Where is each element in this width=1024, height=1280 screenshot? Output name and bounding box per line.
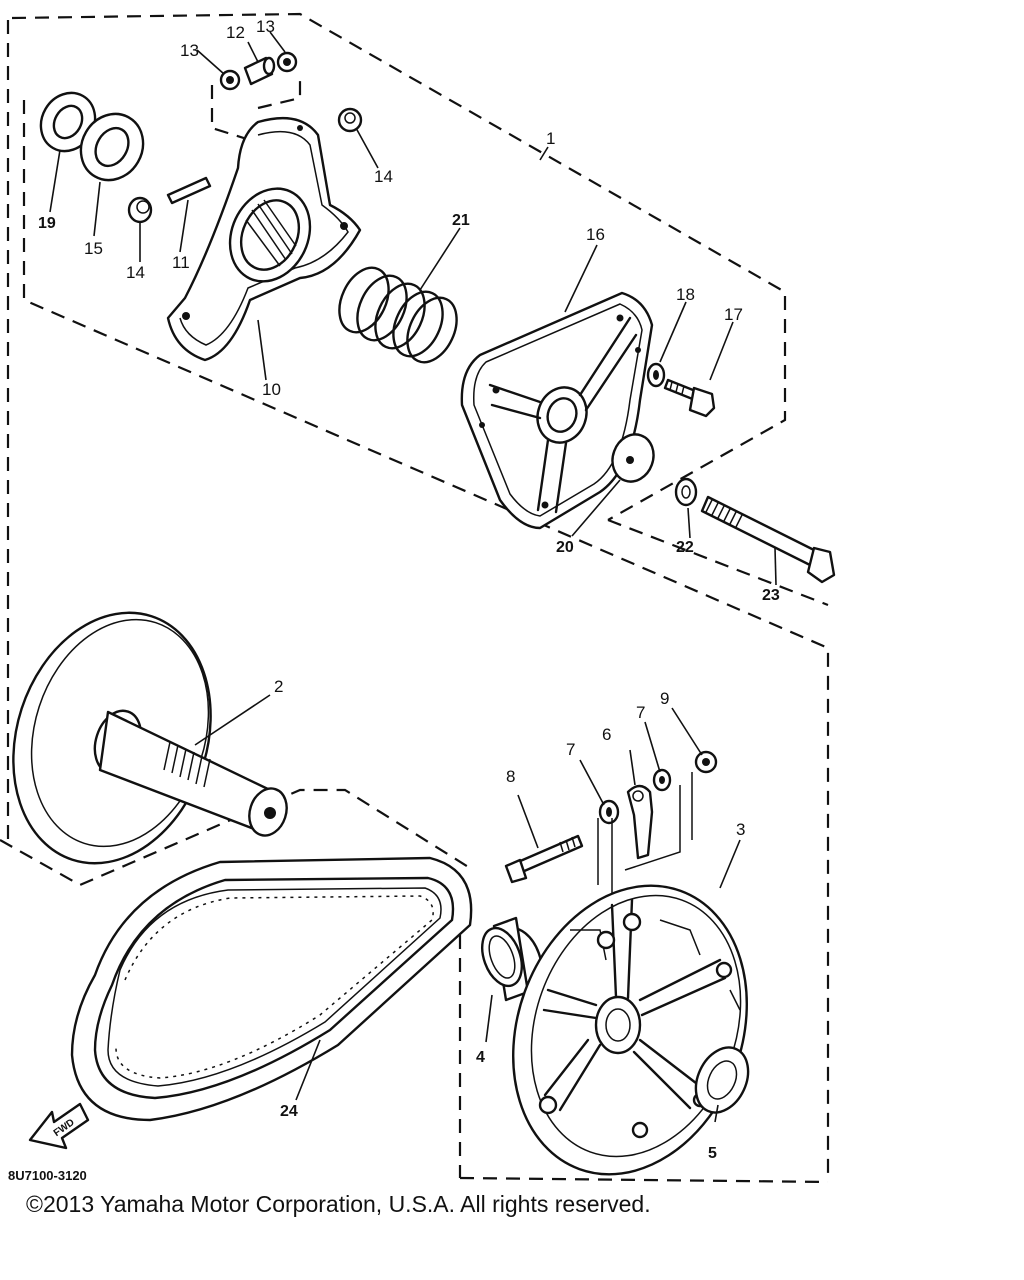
copyright-notice: ©2013 Yamaha Motor Corporation, U.S.A. A… [26,1191,651,1217]
callout-4: 4 [476,1049,485,1066]
callout-21: 21 [452,212,470,229]
washer-22 [674,477,698,507]
callout-15: 15 [84,239,103,258]
callout-17: 17 [724,305,743,324]
callout-24: 24 [280,1103,298,1120]
callout-23: 23 [762,587,780,604]
callout-14-right: 14 [374,167,393,186]
callout-8: 8 [506,767,515,786]
cap-14-right [337,107,363,133]
washer-15 [79,112,145,182]
callout-20: 20 [556,539,574,556]
washer-5 [694,1046,750,1114]
callout-13-left: 13 [180,41,199,60]
roller-12 [243,56,276,86]
fwd-arrow-icon: FWD [28,1102,90,1150]
callout-1: 1 [546,129,555,148]
bolt-8 [504,834,584,884]
movable-sheave-3 [512,884,748,1176]
callout-18: 18 [676,285,695,304]
callout-3: 3 [736,820,745,839]
bushing-4 [481,916,544,1002]
bushing-7-left [598,799,620,825]
weight-arm-6 [626,784,654,860]
callout-labels: 1 2 3 4 5 6 7 7 8 9 10 11 12 13 13 14 14… [38,17,780,1162]
bolt-23 [700,495,836,584]
washer-18 [646,362,666,388]
fixed-sheave-2 [12,611,288,865]
callout-19: 19 [38,215,56,232]
spider-10 [166,116,362,362]
bolt-17 [663,378,716,418]
callout-14-left: 14 [126,263,145,282]
bushing-7-right [652,768,672,792]
cover-16 [460,291,654,530]
washer-19 [39,91,97,153]
callout-6: 6 [602,725,611,744]
callout-2: 2 [274,677,283,696]
callout-22: 22 [676,539,694,556]
reference-code: 8U7100-3120 [8,1168,87,1183]
callout-5: 5 [708,1145,717,1162]
callout-9: 9 [660,689,669,708]
callout-11: 11 [172,253,190,272]
callout-10: 10 [262,380,281,399]
spring-21 [338,266,458,364]
pin-11 [166,176,212,205]
nut-13-left [219,69,241,91]
callout-12: 12 [226,23,245,42]
nut-9 [694,750,718,774]
callout-13-right: 13 [256,17,275,36]
cap-14-left [127,196,153,224]
nut-13-right [276,51,298,73]
leader-lines [49,31,777,1123]
callout-16: 16 [586,225,605,244]
washer-20 [611,433,655,483]
callout-7-left: 7 [566,740,575,759]
drive-belt-24 [70,856,473,1122]
callout-7-right: 7 [636,703,645,722]
assembly-outline [0,12,830,1184]
